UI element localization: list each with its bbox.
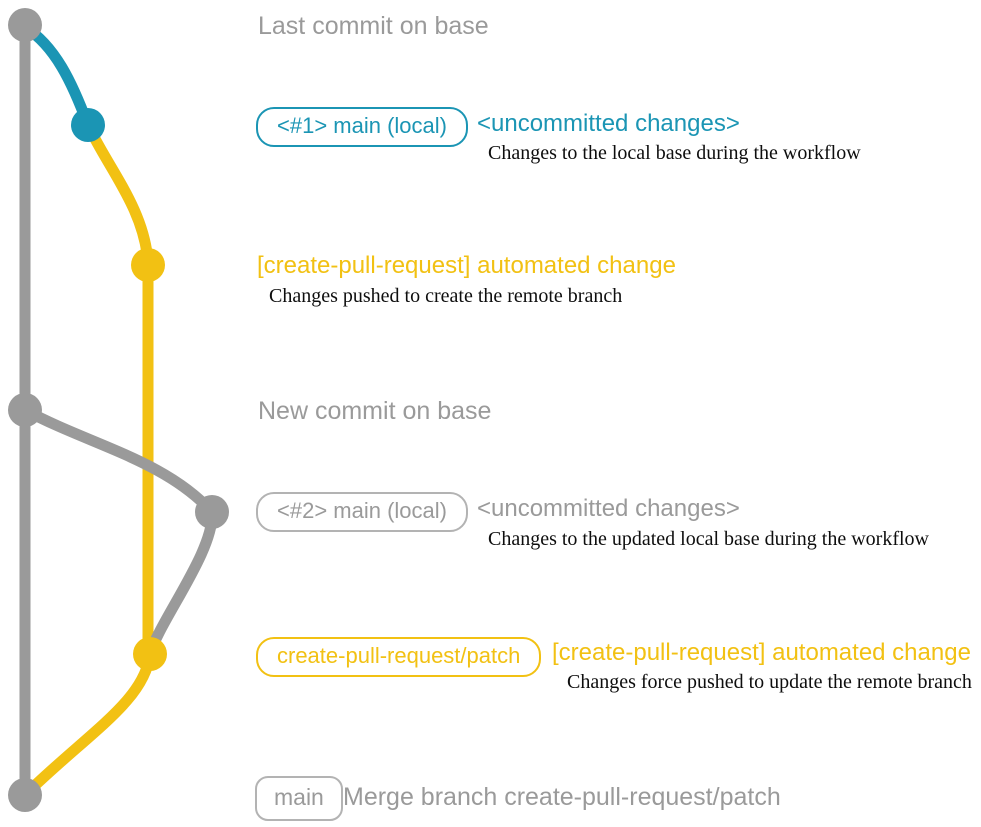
heading-automated-change-1: [create-pull-request] automated change [257, 252, 676, 279]
branch-badge-main-local-1: <#1> main (local) [256, 107, 468, 148]
commit-node-merge [8, 778, 42, 812]
commit-node-uncommitted-1 [71, 108, 105, 142]
branch-badge-patch: create-pull-request/patch [256, 637, 542, 678]
caption-updated-local-base-changes: Changes to the updated local base during… [488, 528, 929, 550]
commit-node-last-base [8, 8, 42, 42]
annotation-new-commit-on-base: New commit on base [258, 397, 492, 425]
annotation-last-commit-on-base: Last commit on base [258, 12, 489, 40]
commit-node-new-base [8, 393, 42, 427]
heading-uncommitted-changes-2: <uncommitted changes> [477, 495, 740, 522]
updated-local-base-segment [19, 404, 218, 660]
heading-merge-branch: Merge branch create-pull-request/patch [343, 783, 781, 811]
patch-merge-segment [22, 648, 156, 798]
local-main-branch-segment [19, 21, 94, 131]
commit-node-uncommitted-2 [195, 495, 229, 529]
heading-uncommitted-changes-1: <uncommitted changes> [477, 110, 740, 137]
git-graph [8, 8, 229, 812]
caption-local-base-changes: Changes to the local base during the wor… [488, 142, 861, 164]
patch-branch-line [82, 119, 154, 660]
branch-badge-main-local-2: <#2> main (local) [256, 492, 468, 533]
commit-node-patch-2 [133, 637, 167, 671]
commit-node-patch-1 [131, 248, 165, 282]
branch-badge-main: main [255, 776, 343, 821]
caption-pushed-to-create: Changes pushed to create the remote bran… [269, 285, 623, 307]
caption-force-pushed-to-update: Changes force pushed to update the remot… [567, 671, 972, 693]
heading-automated-change-2: [create-pull-request] automated change [552, 639, 971, 666]
